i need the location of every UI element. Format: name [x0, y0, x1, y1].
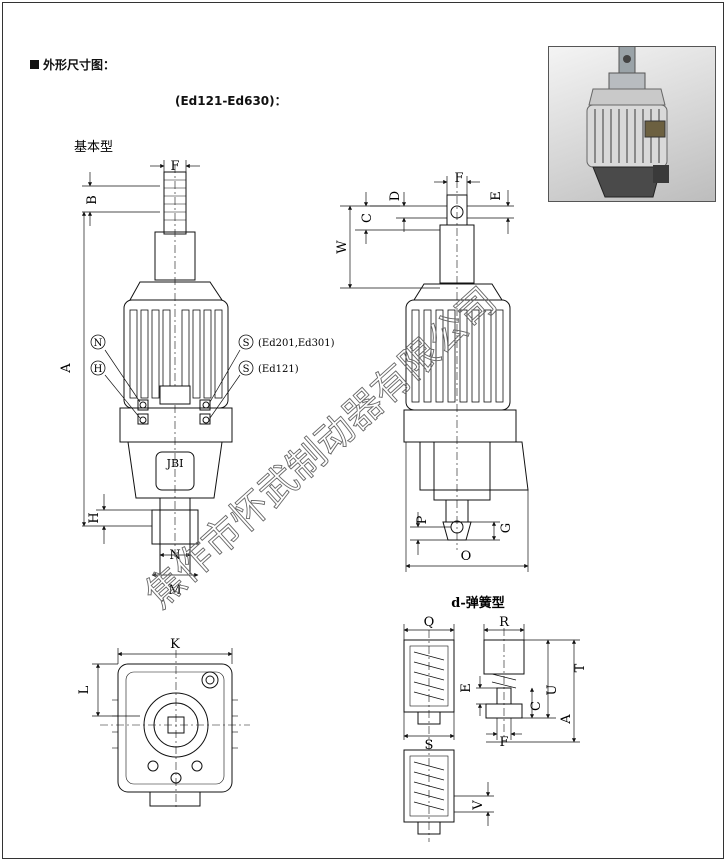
- dim-W-label: W: [335, 240, 350, 254]
- dim-C-label: C: [360, 213, 375, 223]
- section-title-text: 外形尺寸图：: [43, 58, 116, 72]
- spring-dim-F-label: F: [499, 735, 508, 750]
- dim-H-label: H: [87, 512, 102, 523]
- callout-circle-S-top: [238, 334, 254, 350]
- dim-M-label: M: [168, 583, 181, 598]
- callout-circle-S-bottom: [238, 360, 254, 376]
- callout-circle-H: [90, 360, 106, 376]
- dim-F-label: F: [170, 159, 179, 174]
- note-s-top: (Ed201,Ed301): [258, 338, 335, 349]
- product-photo: [548, 46, 716, 202]
- spring-dim-A-label: A: [559, 714, 574, 725]
- dim-S-label: S: [425, 738, 434, 753]
- callout-S-top-text: S: [243, 338, 250, 349]
- dim-T-label: T: [573, 663, 588, 672]
- dim-B-label: B: [85, 195, 100, 205]
- dim-E-label: E: [489, 191, 504, 201]
- callout-H-text: H: [94, 364, 103, 375]
- dim-V-label: V: [471, 800, 486, 811]
- dim-Q-label: Q: [424, 615, 435, 630]
- dim-G-label: G: [499, 523, 514, 533]
- product-photo-graphic: [586, 47, 669, 198]
- dim-R-label: R: [499, 615, 510, 630]
- note-s-bottom: (Ed121): [258, 364, 299, 375]
- dim-A-label: A: [59, 363, 74, 374]
- side-view-drawing: [403, 180, 529, 550]
- nameplate-text: JBI: [166, 457, 184, 470]
- side-view-dimensions: [340, 176, 529, 572]
- dim-D-label: D: [388, 191, 403, 201]
- bottom-view-drawing: [100, 650, 250, 810]
- dim-K-label: K: [170, 637, 180, 652]
- side-dim-F-label: F: [454, 171, 463, 186]
- callout-S-bottom-text: S: [243, 364, 250, 375]
- spring-view-dimensions: [403, 624, 580, 826]
- basic-type-label: 基本型: [74, 140, 113, 155]
- model-range: (Ed121-Ed630)：: [175, 94, 287, 108]
- dim-C-spring-label: C: [529, 701, 544, 711]
- dim-P-label: P: [415, 515, 430, 524]
- bottom-view-dimensions: [92, 648, 233, 717]
- square-bullet-icon: [30, 60, 39, 69]
- front-view-dimensions: [81, 160, 241, 578]
- dim-L-label: L: [77, 685, 92, 694]
- callout-N-text: N: [94, 338, 103, 349]
- dim-N-label: N: [169, 548, 180, 563]
- callout-circle-N: [90, 334, 106, 350]
- front-view-drawing: [119, 165, 233, 574]
- section-title: 外形尺寸图：: [30, 56, 115, 73]
- dim-U-label: U: [545, 684, 560, 695]
- spring-dim-E-label: E: [459, 683, 474, 693]
- spring-type-label: d-弹簧型: [451, 595, 505, 611]
- spring-view-drawing: [403, 628, 525, 842]
- dim-O-label: O: [461, 549, 472, 564]
